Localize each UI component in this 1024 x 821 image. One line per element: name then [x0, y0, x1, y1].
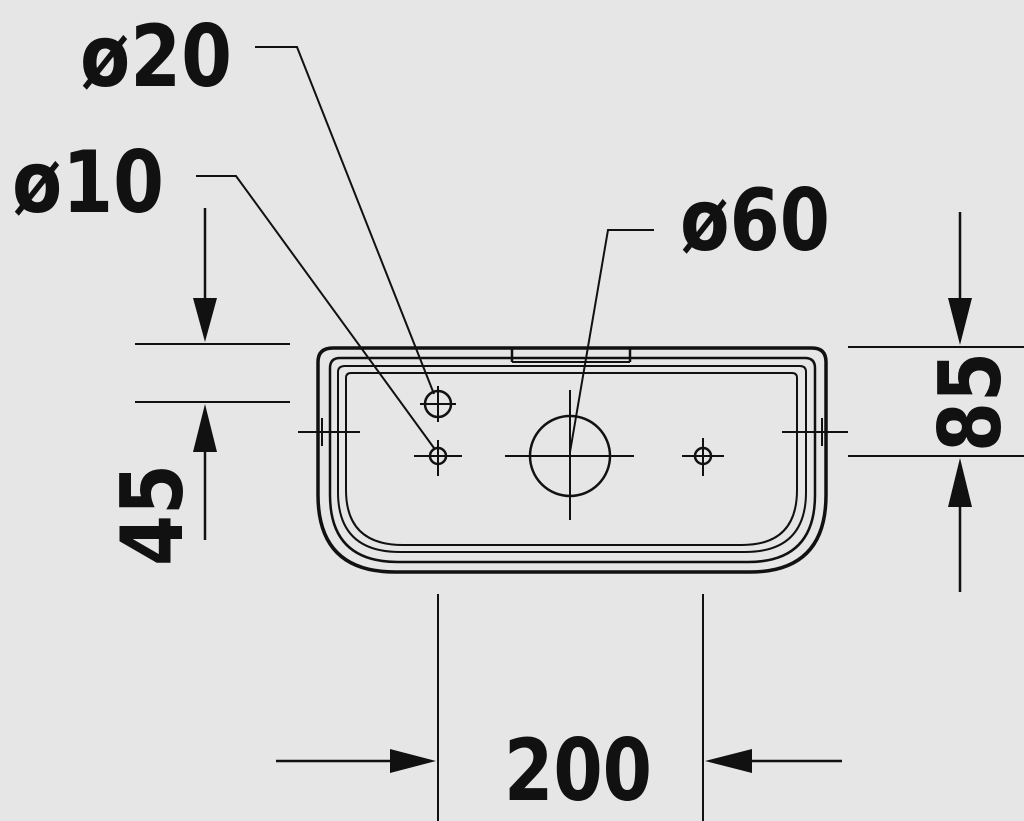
label-width-bottom: 200	[504, 721, 652, 821]
right-arrow-up	[948, 458, 972, 507]
cistern-inner-wall	[345, 372, 798, 546]
label-hole-small: ø10	[12, 133, 164, 233]
dimension-right	[848, 212, 1024, 592]
hole-medium	[420, 386, 456, 422]
hole-small-left	[414, 440, 462, 476]
cistern-inner-rim	[337, 365, 807, 553]
label-height-right: 85	[921, 352, 1021, 452]
left-arrow-up	[193, 404, 217, 452]
leader-small	[196, 175, 435, 449]
right-arrow-down	[948, 298, 972, 345]
label-hole-large: ø60	[680, 171, 830, 271]
dimension-bottom	[276, 594, 842, 821]
cistern-outer-rim	[328, 356, 817, 564]
dimension-left	[135, 208, 290, 540]
dimension-labels: ø20 ø10 ø60 200 45 85	[12, 7, 1021, 821]
leader-medium	[255, 46, 435, 395]
bottom-arrow-right	[390, 749, 436, 773]
label-height-left: 45	[103, 464, 203, 566]
hole-large	[505, 390, 634, 520]
bottom-arrow-left	[705, 749, 752, 773]
holes	[298, 386, 848, 520]
hole-small-right	[682, 438, 724, 476]
cistern-outer-edge	[316, 346, 828, 574]
leader-lines	[196, 46, 654, 453]
leader-large	[569, 229, 654, 453]
left-arrow-down	[193, 298, 217, 342]
cistern-outline	[316, 346, 828, 574]
side-center-marks	[298, 418, 848, 446]
label-hole-medium: ø20	[80, 7, 232, 107]
